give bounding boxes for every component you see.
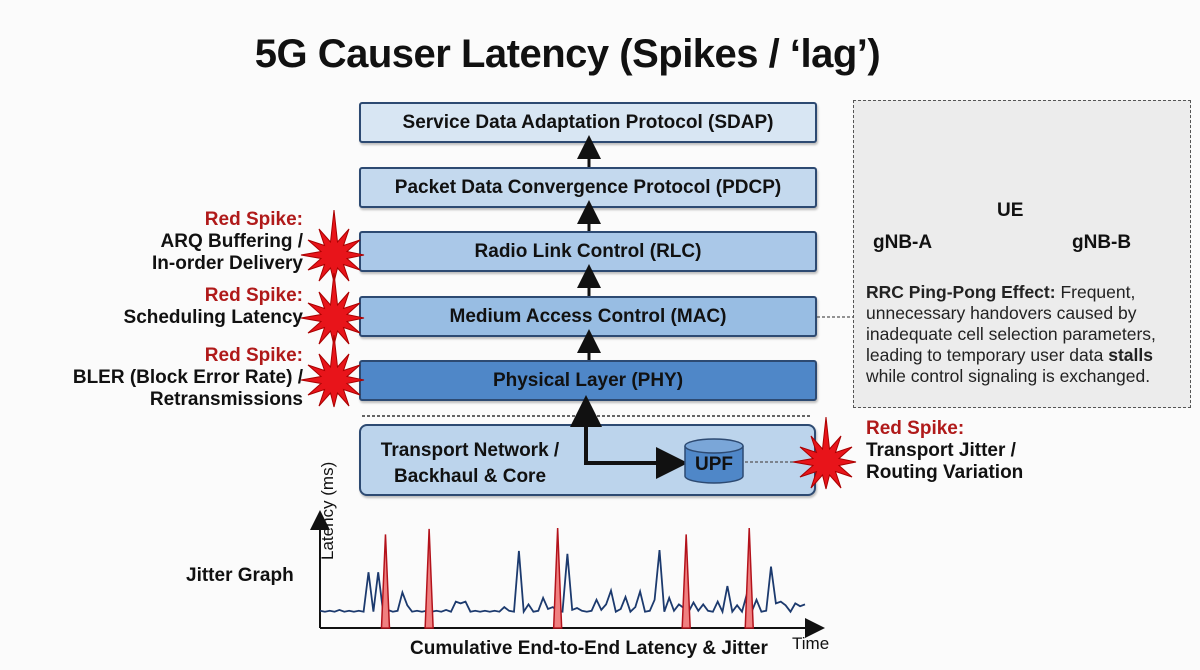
layer-label: Service Data Adaptation Protocol (SDAP) [402, 111, 774, 133]
layer-label: Packet Data Convergence Protocol (PDCP) [394, 176, 782, 198]
spike-cause: Retransmissions [149, 389, 303, 410]
rrc-description: RRC Ping-Pong Effect: Frequent, unnecess… [866, 282, 1184, 387]
latency-spike-mark [380, 534, 391, 629]
rrc-ping-pong-panel [853, 100, 1191, 408]
layer-label: Medium Access Control (MAC) [449, 305, 727, 327]
spike-cause: Scheduling Latency [123, 307, 303, 328]
chart-title: Cumulative End-to-End Latency & Jitter [410, 638, 768, 659]
upf-database-icon [684, 438, 744, 484]
spike-cause: Routing Variation [866, 462, 1024, 483]
rrc-text-part: while control signaling is exchanged. [866, 366, 1151, 386]
transport-label-line2: Backhaul & Core [393, 466, 547, 487]
gnb-a-label: gNB-A [873, 232, 933, 253]
layer-label: Physical Layer (PHY) [492, 369, 684, 391]
spike-heading: Red Spike: [866, 418, 965, 439]
spike-heading: Red Spike: [204, 209, 303, 230]
layer-phy: Physical Layer (PHY) [359, 360, 817, 401]
red-spike-icon [792, 416, 857, 490]
spike-heading: Red Spike: [204, 285, 303, 306]
latency-spike-mark [552, 527, 563, 629]
spike-cause: In-order Delivery [152, 253, 303, 274]
latency-line [319, 550, 806, 615]
spike-label-phy: Red Spike: BLER (Block Error Rate) / Ret… [40, 345, 303, 411]
spike-label-transport: Red Spike: Transport Jitter / Routing Va… [866, 418, 1086, 484]
ue-label: UE [997, 200, 1024, 221]
spike-label-mac: Red Spike: Scheduling Latency [60, 285, 303, 329]
red-spike-icon [300, 334, 365, 408]
spike-label-rlc: Red Spike: ARQ Buffering / In-order Deli… [100, 209, 303, 275]
spike-cause: BLER (Block Error Rate) / [72, 367, 303, 388]
chart-x-axis-label: Time [792, 634, 830, 653]
rrc-bold-word: stalls [1108, 345, 1153, 365]
jitter-graph-label: Jitter Graph [186, 565, 294, 586]
latency-spike-mark [424, 528, 434, 629]
layer-label: Radio Link Control (RLC) [474, 240, 702, 262]
spike-cause: Transport Jitter / [866, 440, 1016, 461]
latency-spike-mark [681, 534, 691, 629]
latency-spike-mark [744, 527, 755, 629]
gnb-b-label: gNB-B [1072, 232, 1132, 253]
rrc-title: RRC Ping-Pong Effect: [866, 282, 1056, 302]
transport-label-line1: Transport Network / [380, 440, 560, 461]
page-title: 5G Causer Latency (Spikes / ‘lag’) [254, 32, 881, 76]
layer-sdap: Service Data Adaptation Protocol (SDAP) [359, 102, 817, 143]
spike-cause: ARQ Buffering / [160, 231, 304, 252]
spike-heading: Red Spike: [204, 345, 303, 366]
rrc-text-part: Frequent, unnecessary handovers caused b… [866, 282, 1156, 365]
transport-label: Transport Network / Backhaul & Core [370, 438, 570, 490]
upf-label: UPF [695, 454, 733, 475]
